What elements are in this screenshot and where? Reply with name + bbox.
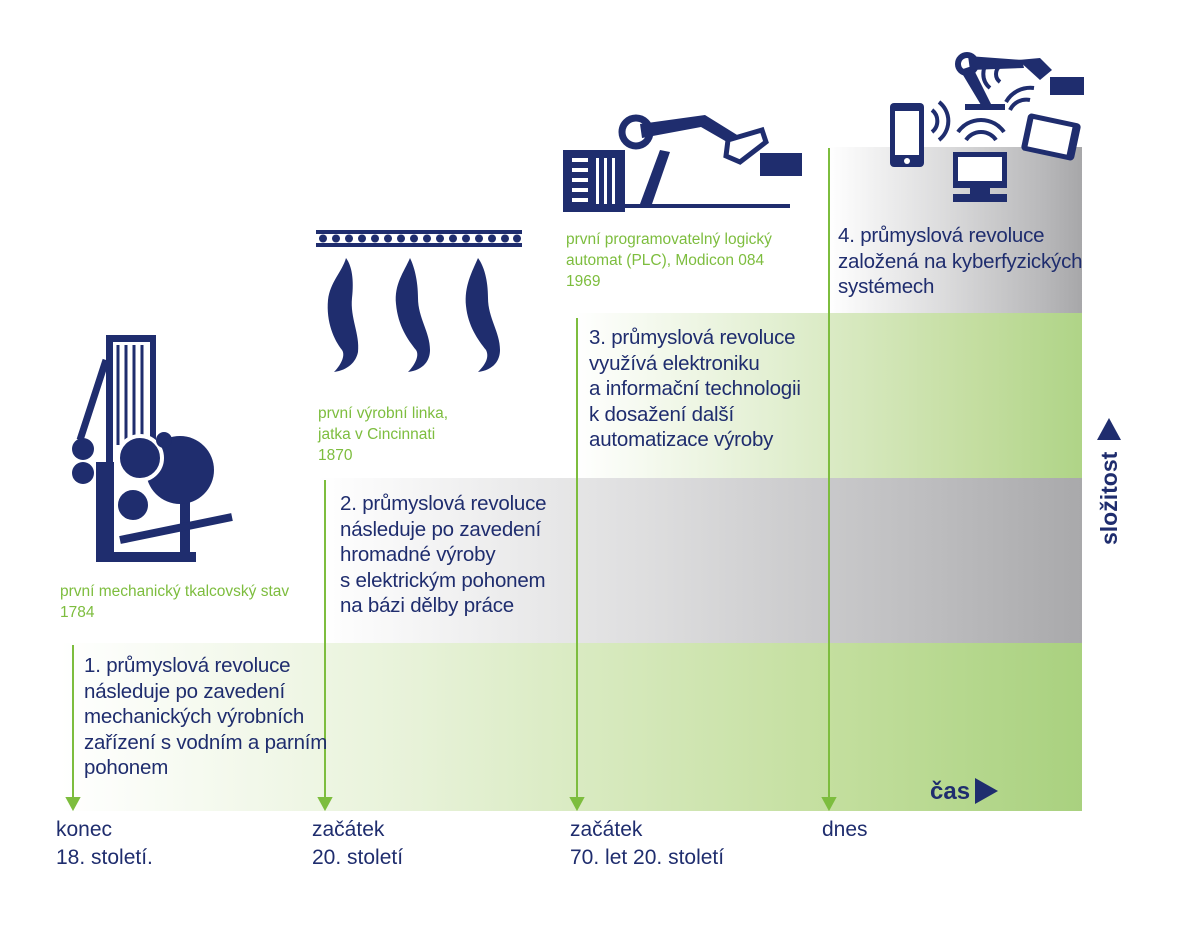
time-label-1: konec 18. století. — [56, 818, 153, 869]
revolution-2-text: 2. průmyslová revoluce následuje po zave… — [340, 492, 547, 617]
complexity-arrow-icon — [1097, 418, 1121, 440]
milestone-3-caption: první programovatelný logický automat (P… — [566, 231, 772, 290]
band-revolution-2 — [318, 478, 1082, 643]
time-label-2: začátek 20. století — [312, 818, 404, 869]
time-axis-label: čas — [930, 778, 971, 805]
band-revolution-1 — [60, 643, 1082, 811]
carcass-icon — [327, 258, 359, 372]
revolution-4-text: 4. průmyslová revoluce založená na kyber… — [838, 224, 1083, 298]
carcass-icon — [465, 258, 500, 372]
plc-robot-icon — [563, 114, 802, 212]
computer-icon — [953, 152, 1007, 202]
production-line-icon — [316, 230, 522, 372]
revolution-1-text: 1. průmyslová revoluce následuje po zave… — [84, 654, 328, 779]
timeline-arrows — [65, 148, 837, 812]
loom-icon — [72, 335, 233, 562]
carcass-icon — [395, 258, 430, 372]
time-arrow-icon — [975, 778, 998, 804]
milestone-2-caption: první výrobní linka, jatka v Cincinnati … — [318, 405, 449, 464]
milestone-1-caption: první mechanický tkalcovský stav 1784 — [60, 583, 290, 621]
time-label-4: dnes — [822, 818, 868, 841]
cyber-physical-icon — [890, 52, 1084, 202]
robot-arm-icon — [955, 52, 1084, 110]
complexity-axis-label: složitost — [1096, 451, 1122, 545]
time-label-3: začátek 70. let 20. století — [570, 818, 725, 869]
revolution-3-text: 3. průmyslová revoluce využívá elektroni… — [589, 326, 801, 451]
